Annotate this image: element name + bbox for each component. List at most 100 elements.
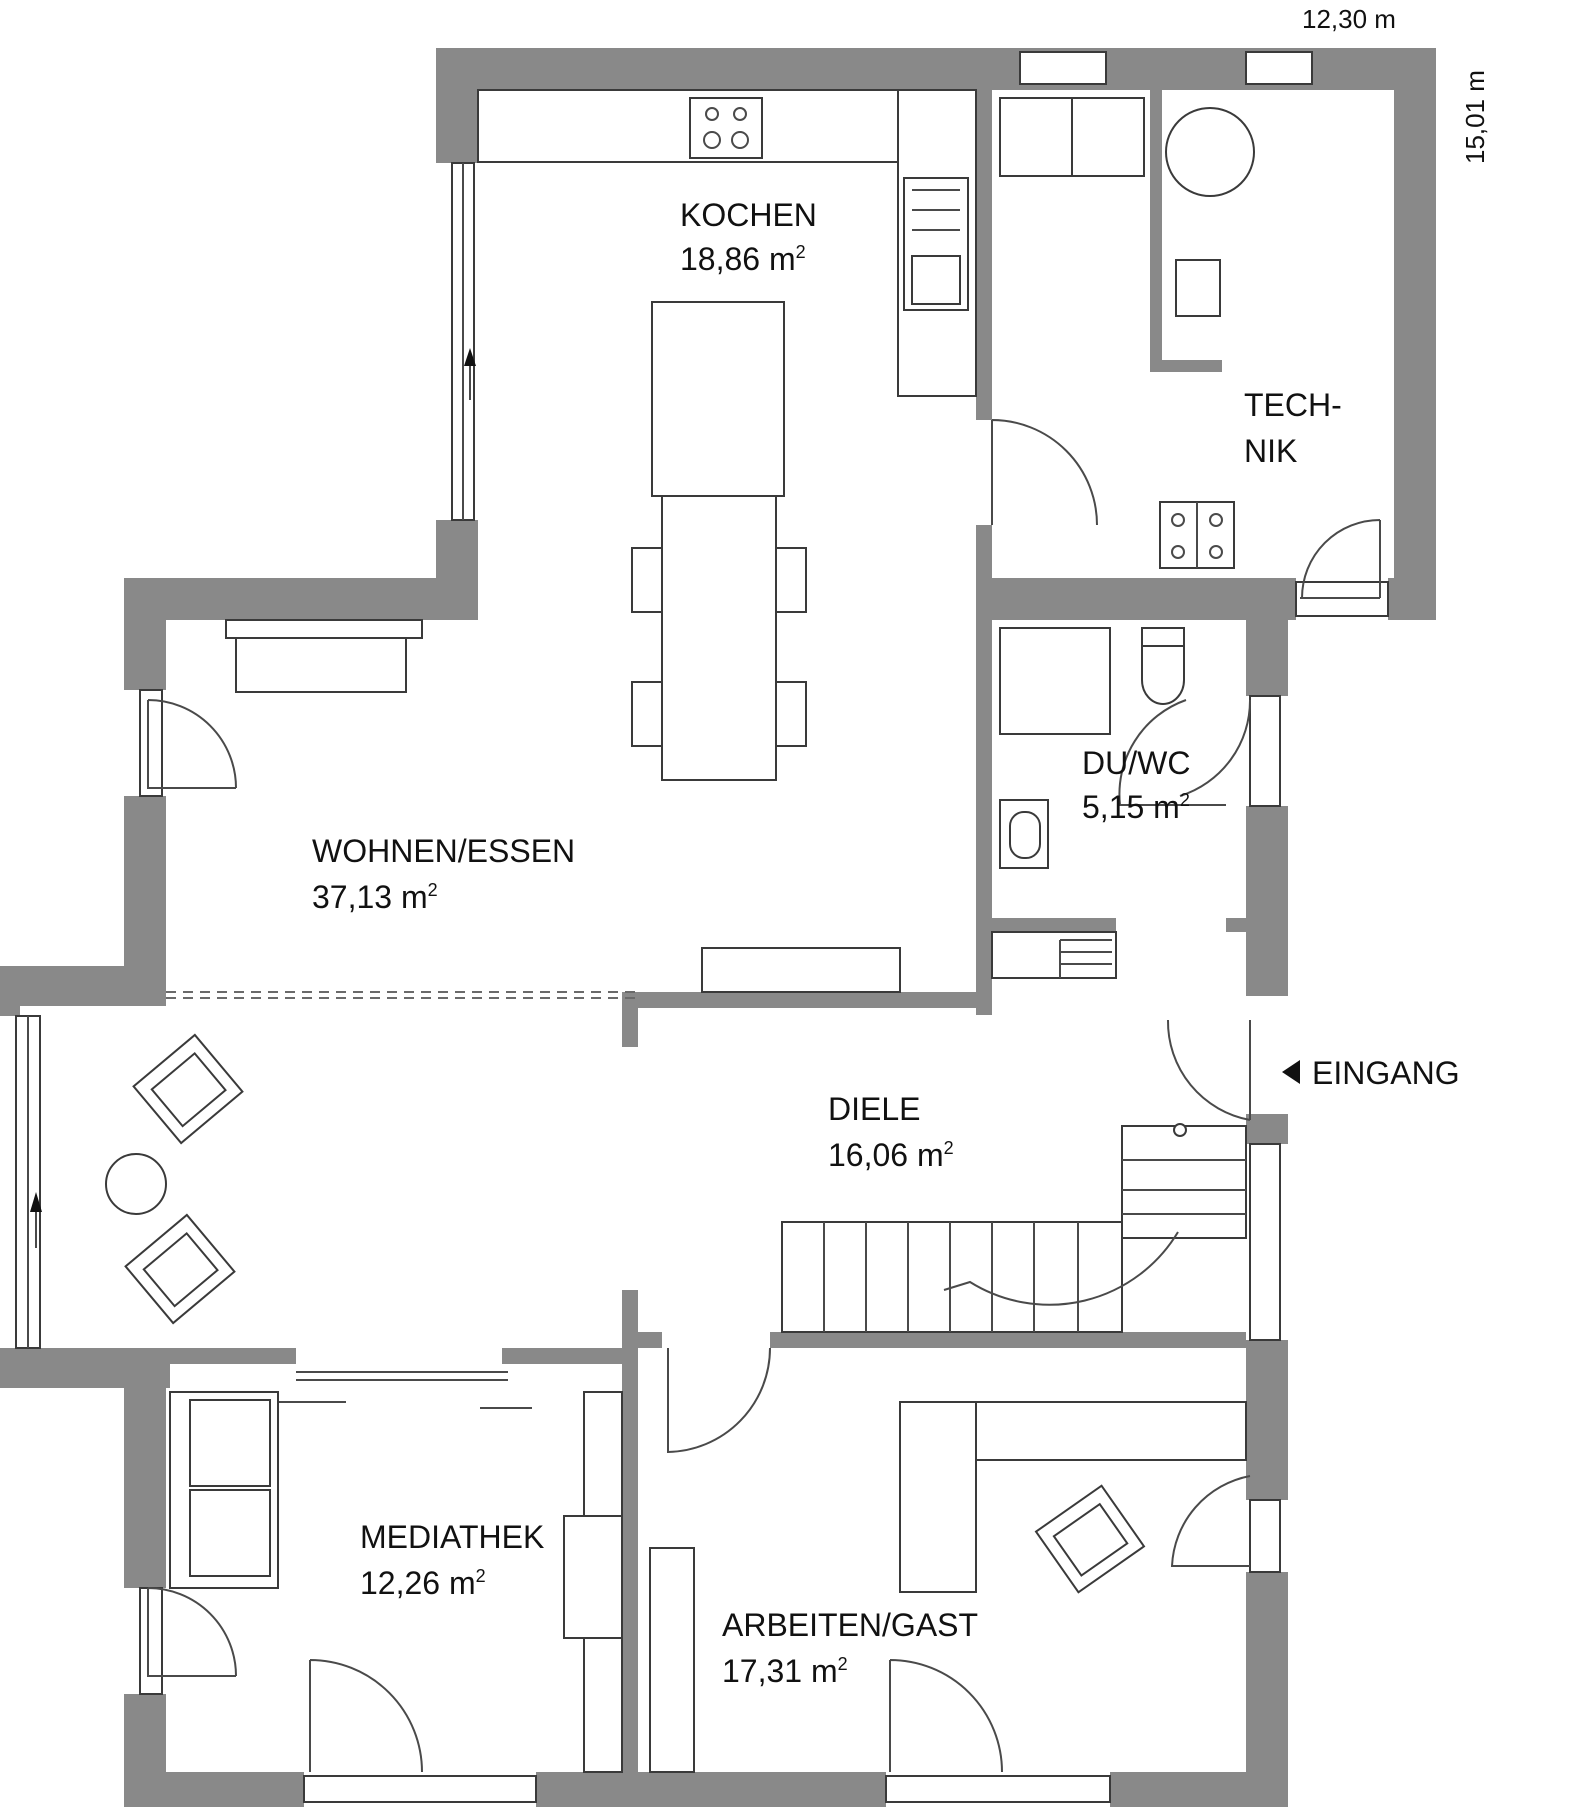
window-right-arbeit (1249, 1499, 1281, 1573)
door-bath (1118, 699, 1226, 806)
wall-living-top (124, 578, 478, 620)
toilet (1141, 645, 1185, 705)
room-name-kochen: KOCHEN (680, 197, 817, 233)
dimension-width: 12,30 m (1302, 4, 1396, 34)
wall-media-arbeit (622, 1290, 638, 1780)
wall-kitchen-technik-low (976, 525, 992, 615)
bath-stair-block (991, 931, 1117, 979)
kitchen-counter-top (477, 89, 899, 163)
window-top-2 (1245, 51, 1313, 85)
lounge-furniture (105, 1033, 244, 1325)
kitchen-furniture (225, 89, 977, 993)
wall-living-left (124, 578, 166, 690)
lowboard (701, 947, 901, 993)
labels: 12,30 m 15,01 m KOCHEN 18,86 m2 TECH- NI… (312, 4, 1490, 1689)
room-area-kochen: 18,86 m2 (680, 241, 806, 277)
door-media-bottom (309, 1659, 423, 1773)
window-bottom-arbeit (885, 1775, 1111, 1803)
wall-living-left-mid (124, 796, 166, 986)
technik-partition (1150, 90, 1162, 370)
direction-arrow-icon (30, 1192, 42, 1212)
room-name-technik-2: NIK (1244, 433, 1297, 469)
wall-technik-bottom-right (1388, 578, 1436, 620)
wall-diele-bottom-mid (502, 1348, 624, 1364)
wall-kitchen-left (436, 48, 478, 163)
wall-diele-bottom-left (166, 1348, 296, 1364)
entrance-arrow-icon (1282, 1060, 1300, 1084)
door-living-left (147, 699, 237, 789)
study-shelf (649, 1547, 695, 1773)
bath-furniture (991, 627, 1185, 979)
window-right-bath (1249, 695, 1281, 807)
wall-mediathek-left (124, 1348, 166, 1588)
room-area-mediathek: 12,26 m2 (360, 1565, 486, 1601)
direction-arrow-icon-2 (464, 348, 476, 366)
sink-basin (911, 255, 961, 305)
technik-furniture (999, 90, 1255, 569)
wall-right-technik (1394, 48, 1436, 618)
technik-partition-foot (1150, 360, 1222, 372)
dryer (1071, 97, 1145, 177)
window-bottom-media (303, 1775, 537, 1803)
door-arbeit-bottom (889, 1659, 1003, 1773)
room-name-wohnen: WOHNEN/ESSEN (312, 833, 575, 869)
chair-3 (631, 681, 663, 747)
sideboard-top (225, 619, 423, 639)
cooktop (689, 97, 763, 159)
door-bath-2 (1179, 699, 1252, 797)
media-desk (563, 1515, 623, 1639)
boiler (1165, 107, 1255, 197)
window-top-1 (1019, 51, 1107, 85)
washbasin-bowl (1009, 811, 1041, 859)
chair-1 (631, 547, 663, 613)
room-name-mediathek: MEDIATHEK (360, 1519, 544, 1555)
room-area-diele: 16,06 m2 (828, 1137, 954, 1173)
wall-living-diele-stub (622, 992, 638, 1047)
wall-right-lower2 (1246, 1572, 1288, 1807)
toilet-tank (1141, 627, 1185, 647)
wall-technik-bottom (986, 578, 1296, 620)
room-name-duwc: DU/WC (1082, 745, 1190, 781)
window-right-entry (1249, 1143, 1281, 1341)
wall-bay-top (0, 966, 166, 1006)
wall-bottom-mid (536, 1772, 886, 1807)
room-name-diele: DIELE (828, 1091, 920, 1127)
side-table (105, 1153, 167, 1215)
wall-kitchen-technik (976, 90, 992, 420)
stair-landing (1121, 1125, 1247, 1239)
wall-bath-left (976, 615, 992, 1015)
dimension-depth: 15,01 m (1460, 70, 1490, 164)
staircase (781, 1123, 1247, 1333)
wall-bay-left-top (0, 966, 20, 1016)
washer (999, 97, 1073, 177)
door-arbeit-right (1170, 1475, 1251, 1567)
door-media-left (147, 1587, 237, 1677)
chair-2 (775, 547, 807, 613)
sideboard (235, 637, 407, 693)
dining-table (661, 495, 777, 781)
stair-arrow (943, 1231, 1179, 1306)
room-area-duwc: 5,15 m2 (1082, 789, 1190, 825)
entrance-label: EINGANG (1312, 1055, 1460, 1091)
wall-bath-bottom (976, 918, 1116, 932)
wall-right-lower (1246, 1340, 1288, 1500)
doors (147, 419, 1381, 1773)
wall-right-entry (1246, 1114, 1288, 1144)
window-media-left (139, 1587, 163, 1695)
wall-right-mid2 (1246, 806, 1288, 996)
openings (166, 991, 636, 1409)
wall-arbeit-top (636, 1332, 662, 1348)
walls (0, 48, 1436, 1807)
stair-run (781, 1221, 1123, 1333)
door-technik (991, 419, 1098, 526)
wall-bottom-left (124, 1772, 304, 1807)
wall-bath-bottom-right (1226, 918, 1288, 932)
door-entry (1166, 1019, 1251, 1121)
shower (999, 627, 1111, 735)
study-furniture (169, 1391, 1247, 1773)
room-name-arbeiten: ARBEITEN/GAST (722, 1607, 978, 1643)
wall-arbeit-top-right (770, 1332, 1246, 1348)
technik-unit (1175, 259, 1221, 317)
kitchen-island (651, 301, 785, 497)
